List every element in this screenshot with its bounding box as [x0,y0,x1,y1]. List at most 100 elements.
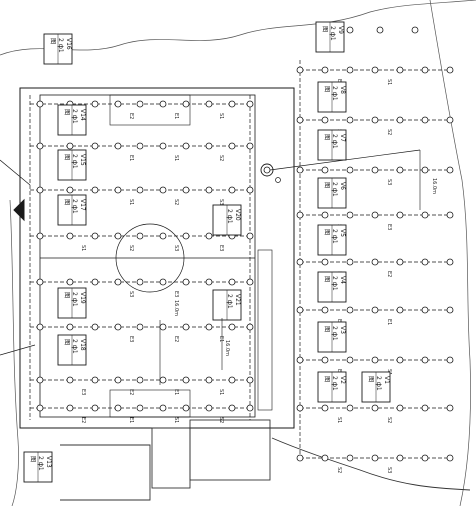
panel-label: 图 [323,326,330,332]
luminaire [421,66,429,74]
luminaire [91,404,99,412]
circuit-label: S2 [218,417,224,423]
panel-label: 2 ф1 [71,154,78,169]
luminaire [66,142,74,150]
circuit-label: E3 [386,224,392,230]
luminaire [321,211,329,219]
panel-label: 2 ф1 [331,182,338,197]
luminaire [371,356,379,364]
luminaire [182,142,190,150]
luminaire [321,258,329,266]
panel-label: V13 [45,456,52,468]
panel-label: 图 [49,38,56,44]
circuit-label: S3 [173,245,179,251]
luminaire [136,404,144,412]
luminaire [421,404,429,412]
panel-label: 2 ф1 [71,339,78,354]
circuit-label: S1 [128,199,134,205]
circuit-label: E2 [128,113,134,119]
circuit-label: E1 [386,319,392,325]
panel-label: 2 ф1 [329,26,336,41]
luminaire [371,166,379,174]
luminaire [159,186,167,194]
luminaire [228,100,236,108]
luminaire [246,232,254,240]
luminaire [66,376,74,384]
feeder-cable-a [0,159,31,186]
luminaire [36,100,44,108]
luminaire [296,356,304,364]
luminaire [136,278,144,286]
luminaire [321,404,329,412]
luminaire [421,306,429,314]
luminaire [136,376,144,384]
luminaire [246,142,254,150]
mast-symbol-circle [260,163,274,177]
circuit-label: S2 [386,129,392,135]
panel-label: 2 ф1 [331,276,338,291]
dimension-markers [159,150,421,385]
luminaire [296,258,304,266]
circuit-label: S2 [386,417,392,423]
luminaire [296,211,304,219]
panel-label: 图 [323,376,330,382]
luminaire [296,404,304,412]
panel-label: 2 ф1 [226,294,233,309]
mast-symbol-small [275,177,281,183]
circuit-label: E1 [173,389,179,395]
luminaire [371,258,379,266]
luminaire [346,26,354,34]
luminaire [205,404,213,412]
luminaire [396,356,404,364]
luminaire [296,454,304,462]
luminaire [228,186,236,194]
luminaire [411,26,419,34]
panel-label: 2 ф1 [375,376,382,391]
luminaire [136,100,144,108]
dimension-label-2: 16.0m [431,178,437,194]
panel-label: V1 [383,376,390,384]
luminaire [114,186,122,194]
circuit-label: E3 [80,389,86,395]
luminaire [205,232,213,240]
luminaire [246,376,254,384]
panel-v8: V82 ф1图 [317,81,347,113]
circuit-label: E2 [173,336,179,342]
panel-label: V7 [339,134,346,142]
luminaire [296,306,304,314]
circuit-label: E1 [128,417,134,423]
panel-label: 2 ф1 [37,456,44,471]
luminaire [159,404,167,412]
luminaire [114,232,122,240]
luminaire [159,376,167,384]
luminaire [182,232,190,240]
circuit-label: E2 [128,389,134,395]
dimension-label-1: 16.0m [173,300,179,316]
luminaire [296,166,304,174]
circuit-label: S1 [218,389,224,395]
luminaire [446,116,454,124]
contour-line-top [0,0,476,56]
luminaire [396,166,404,174]
luminaire [421,116,429,124]
circuit-label: S1 [386,79,392,85]
luminaire [346,306,354,314]
luminaire [228,376,236,384]
panel-label: 2 ф1 [331,134,338,149]
luminaire [205,186,213,194]
luminaire [346,258,354,266]
panel-label: 图 [323,182,330,188]
buildings [60,419,471,501]
luminaire [205,100,213,108]
luminaire [446,356,454,364]
luminaire [396,211,404,219]
panel-label: 2 ф1 [71,292,78,307]
panel-v9: V92 ф1图 [315,21,345,53]
luminaire [136,186,144,194]
luminaire [246,278,254,286]
panel-label: 图 [63,154,70,160]
